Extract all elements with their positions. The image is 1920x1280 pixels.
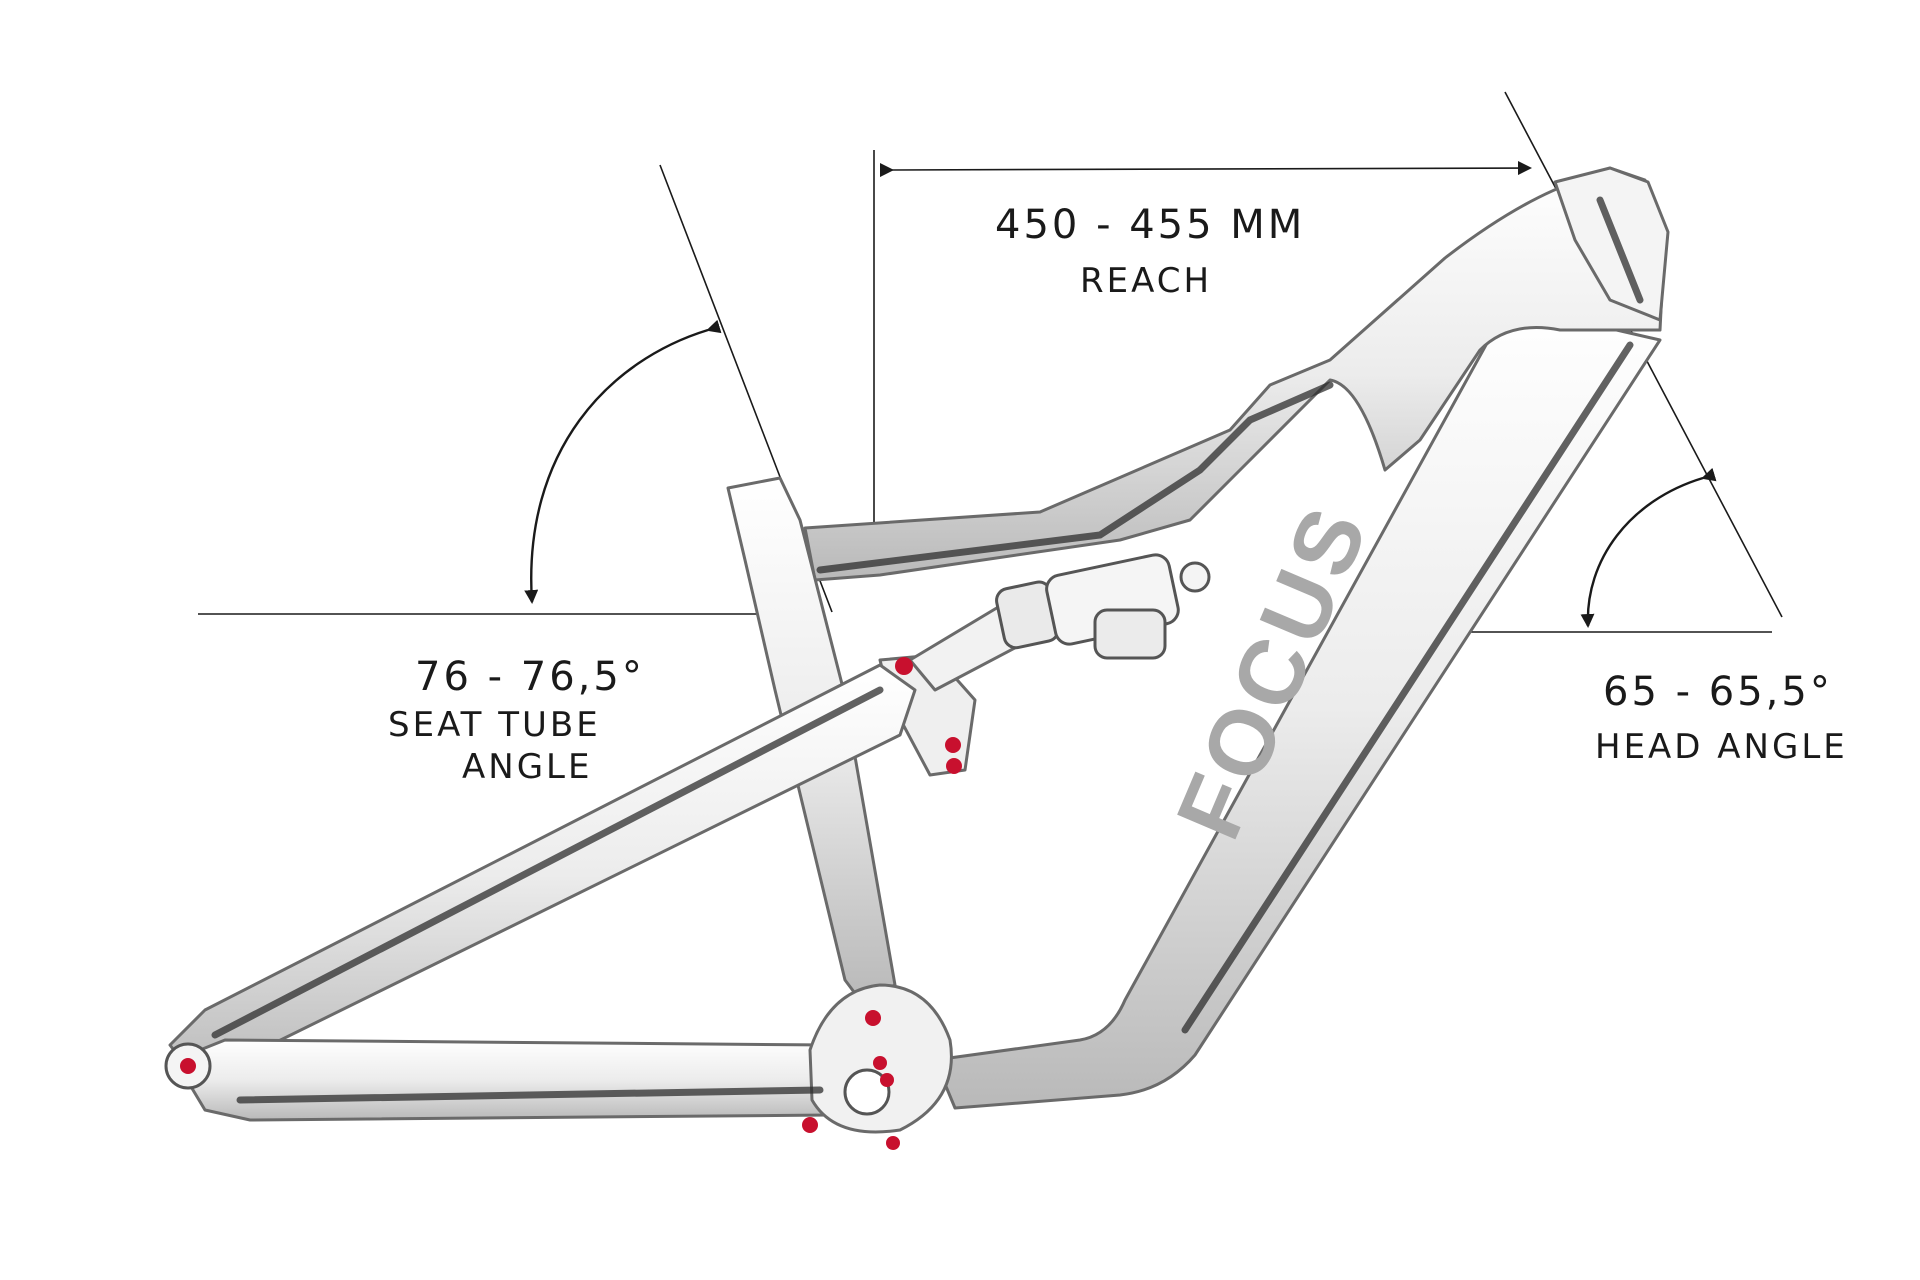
pivot-dot — [880, 1073, 894, 1087]
head-angle-arc — [1580, 467, 1717, 628]
pivot-dot — [180, 1058, 196, 1074]
head-angle-annotation: 65 - 65,5° HEAD ANGLE — [1595, 669, 1848, 767]
seat-tube-angle-label-line1: SEAT TUBE — [388, 705, 601, 745]
chain-stay-shading — [236, 1086, 824, 1104]
bike-frame — [164, 166, 1670, 1134]
seat-tube-angle-value: 76 - 76,5° — [415, 654, 645, 700]
head-tube — [1553, 166, 1670, 322]
down-tube-shading — [1181, 341, 1634, 1034]
down-tube — [933, 303, 1662, 1110]
pivot-dot — [945, 737, 961, 753]
pivot-dot — [886, 1136, 900, 1150]
pivot-dot — [873, 1056, 887, 1070]
reach-value: 450 - 455 MM — [995, 202, 1305, 248]
reach-annotation: 450 - 455 MM REACH — [995, 202, 1305, 301]
reach-arrow — [879, 161, 1532, 178]
bottom-bracket-bore — [843, 1068, 891, 1116]
seat-tube-angle-label-line2: ANGLE — [462, 747, 592, 787]
head-angle-label: HEAD ANGLE — [1595, 727, 1848, 767]
top-tube-shading — [816, 381, 1334, 574]
pivot-dot — [946, 758, 962, 774]
pivot-dot — [802, 1117, 818, 1133]
rear-shock — [908, 553, 1211, 692]
reach-label: REACH — [1080, 261, 1212, 301]
seat-tube-angle-annotation: 76 - 76,5° SEAT TUBE ANGLE — [388, 654, 645, 787]
pivot-dot — [895, 657, 913, 675]
head-angle-value: 65 - 65,5° — [1603, 669, 1833, 715]
chain-stay — [173, 1038, 862, 1122]
seat-angle-arc — [524, 319, 722, 604]
dimension-arrows — [524, 161, 1717, 628]
pivot-points — [180, 657, 962, 1150]
head-tube-shading — [1596, 196, 1644, 304]
pivot-dot — [865, 1010, 881, 1026]
seat-stay-shading — [211, 686, 884, 1039]
top-tube — [803, 166, 1667, 582]
